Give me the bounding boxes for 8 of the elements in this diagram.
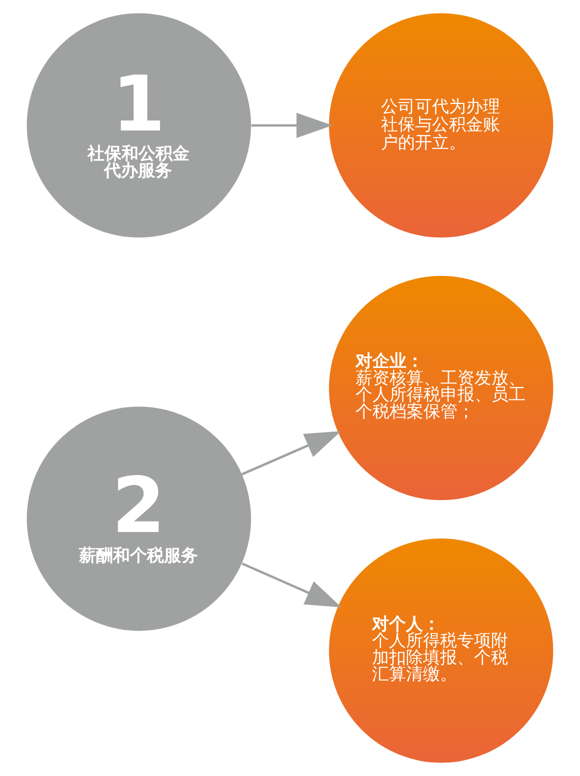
arrow — [251, 112, 332, 138]
node-circle: 对企业： 薪资核算、工资发放、个人所得税申报、员工个税档案保管； — [328, 276, 554, 500]
node-circle: 对个人： 个人所得税专项附加扣除填报、个税汇算清缴。 — [328, 538, 554, 763]
arrow — [242, 431, 342, 476]
node-circle: 1 社保和公积金代办服务 — [26, 13, 252, 238]
node-circle: 公司可代为办理社保与公积金账户的开立。 — [328, 13, 554, 238]
node-circle: 2 薪酬和个税服务 — [26, 406, 252, 631]
arrow — [242, 562, 342, 608]
